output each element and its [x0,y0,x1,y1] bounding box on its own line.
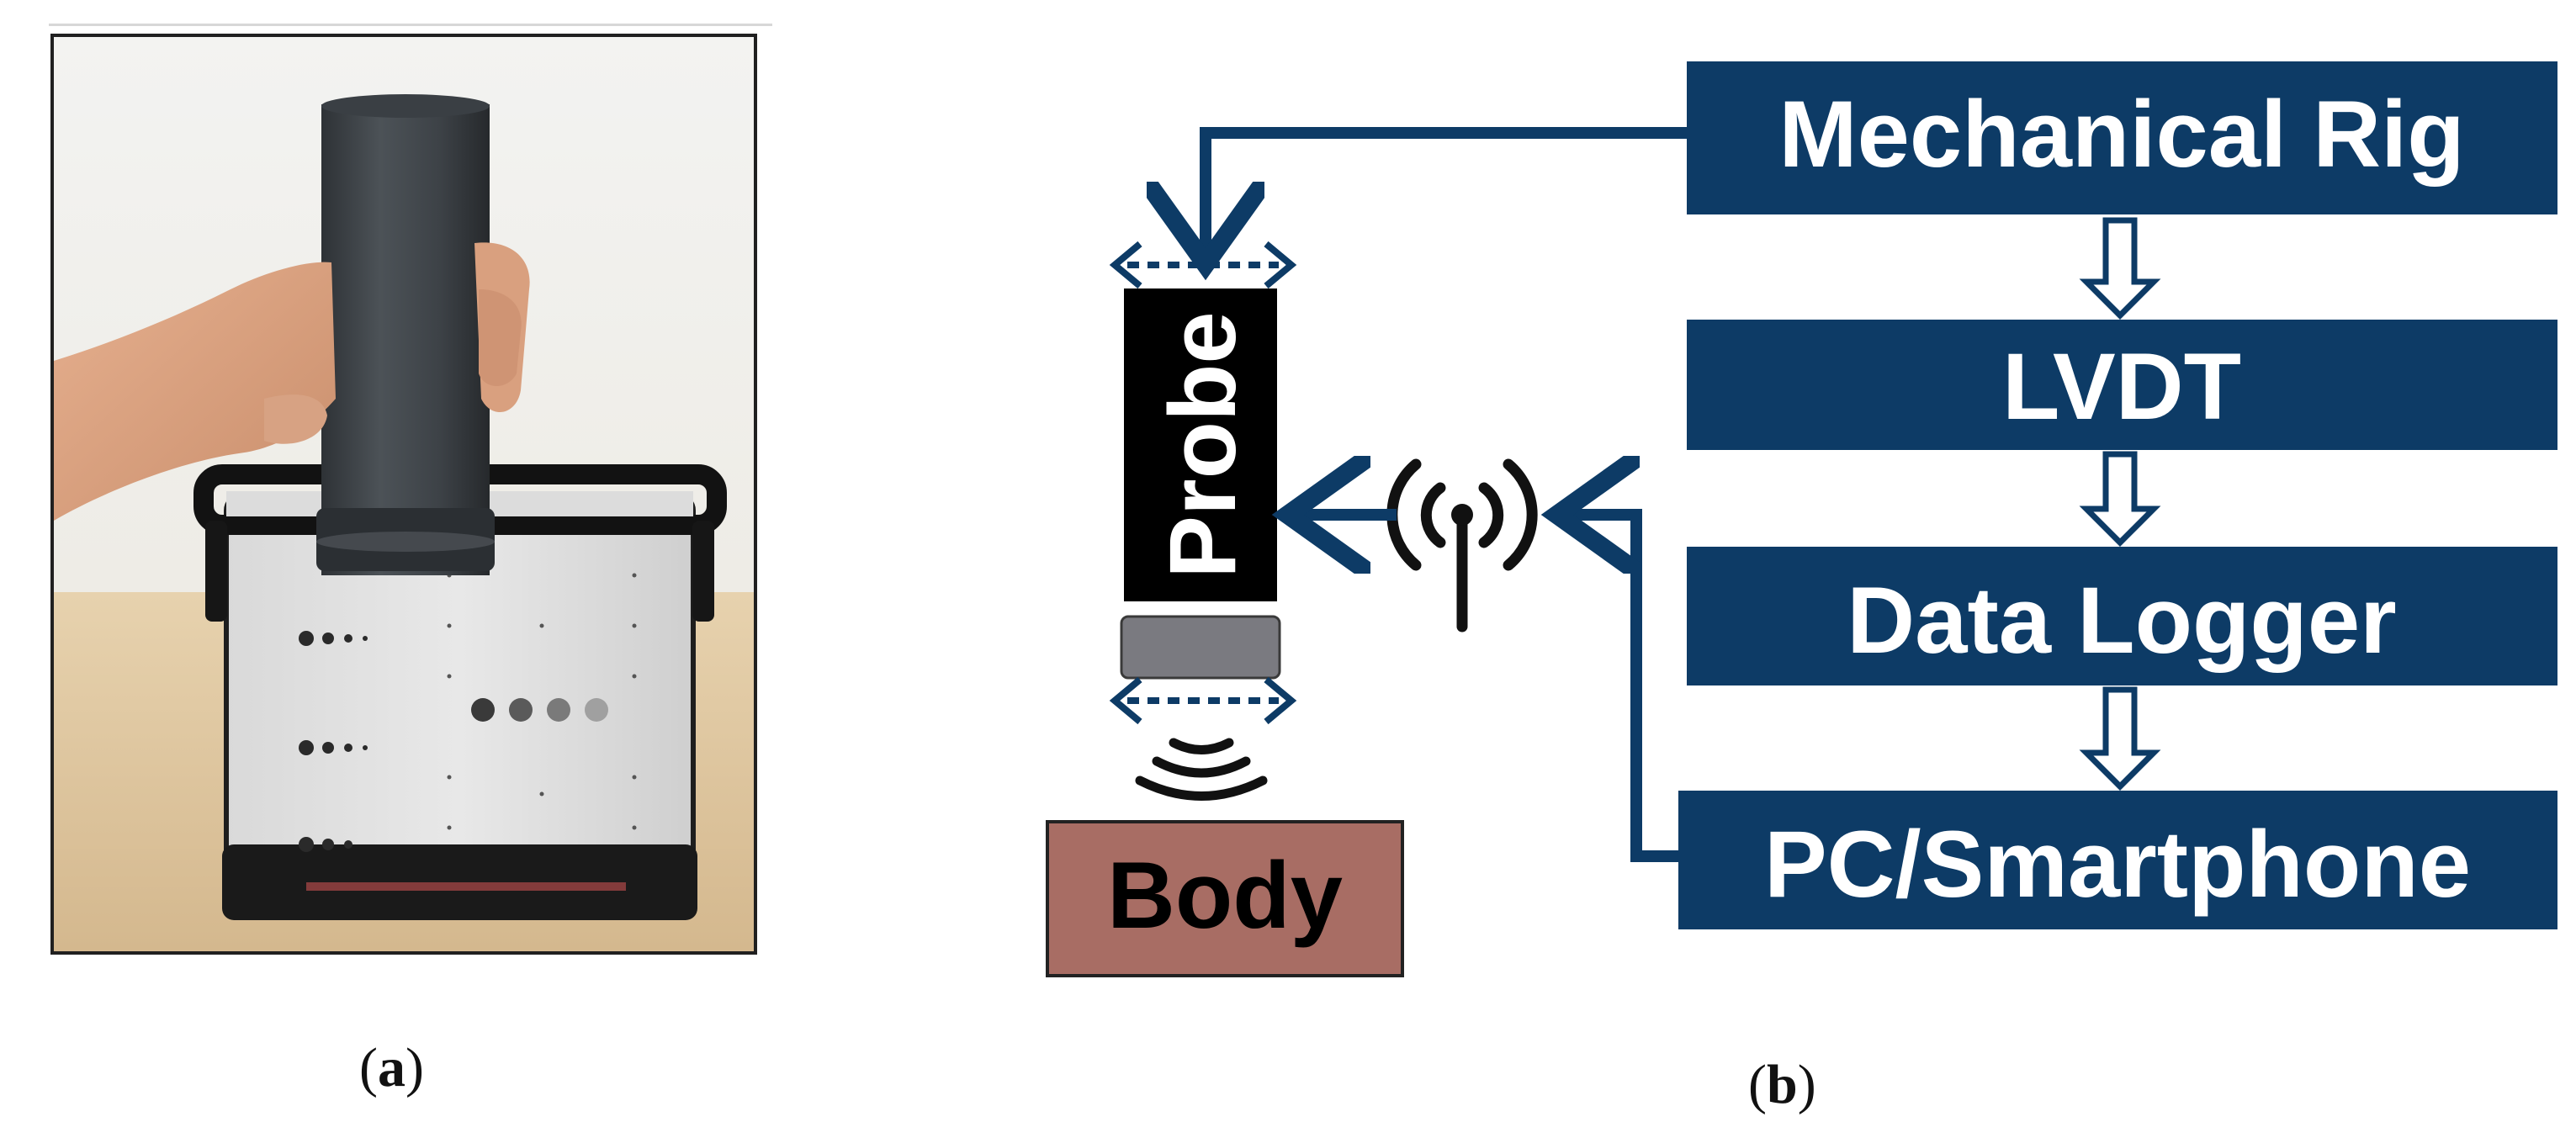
antenna-icon [1386,458,1538,633]
hand [54,242,530,521]
pc-to-antenna-arrow [1569,515,1678,862]
phantom-box [193,464,727,920]
block-data-logger: Data Logger [1687,547,2557,685]
probe-phantom-photo [50,34,757,955]
block-mechanical-rig-label: Mechanical Rig [1778,82,2464,187]
rig-to-probe-arrow [1206,127,1687,252]
panel-label-a: (a) [359,1037,424,1098]
block-pc-smartphone: PC/Smartphone [1678,791,2557,929]
ultrasound-wave-icon [1135,738,1268,801]
block-mechanical-rig: Mechanical Rig [1687,61,2557,214]
phantom-targets [299,631,608,852]
bidirectional-arrow-icon [1109,676,1297,725]
block-data-logger-label: Data Logger [1847,568,2396,673]
block-lvdt-label: LVDT [2002,334,2241,439]
hollow-down-arrow-icon [2079,217,2161,320]
block-probe: Probe [1124,288,1277,601]
transducer [1120,615,1281,680]
block-body-label: Body [1107,843,1343,948]
photo-illustration [54,37,754,951]
top-rule [49,24,772,26]
hollow-down-arrow-icon [2079,686,2161,791]
panel-label-b: (b) [1748,1054,1816,1115]
block-pc-smartphone-label: PC/Smartphone [1764,812,2471,917]
block-body: Body [1046,820,1404,977]
probe-tube [316,94,495,575]
hollow-down-arrow-icon [2079,451,2161,547]
bidirectional-arrow-icon [1109,241,1297,289]
phantom-scale-dots [447,573,637,830]
block-lvdt: LVDT [1687,320,2557,450]
block-probe-label: Probe [1150,311,1255,578]
